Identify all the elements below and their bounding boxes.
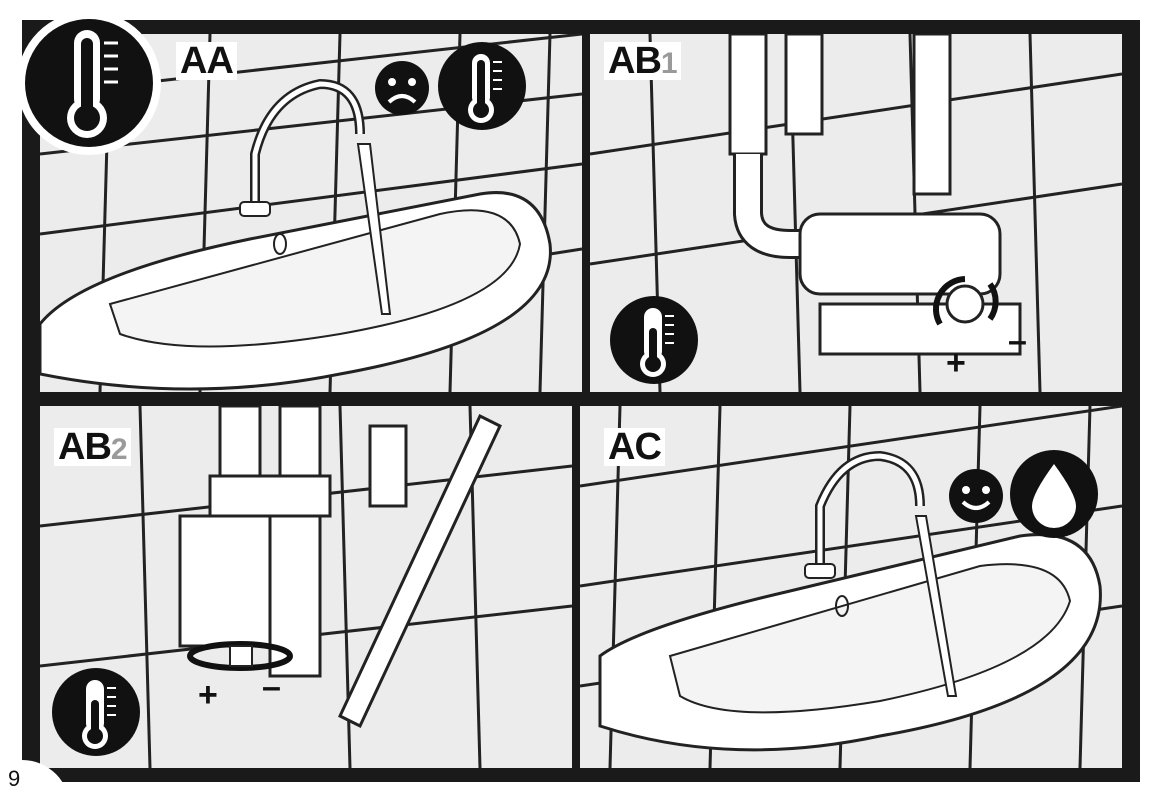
label-ab2-sub: 2 <box>110 433 128 466</box>
thermometer-icon <box>52 668 140 756</box>
label-ab1: AB1 <box>604 42 681 80</box>
thermometer-icon <box>610 296 698 384</box>
panel-ab2: + – <box>40 406 572 768</box>
label-ab2-text: AB <box>58 426 112 468</box>
instruction-frame: + – + – <box>22 20 1140 782</box>
label-ac: AC <box>604 428 665 466</box>
ab1-illustration <box>590 34 1122 392</box>
ab2-minus-sign: – <box>262 668 281 706</box>
ab1-minus-sign: – <box>1008 322 1027 360</box>
label-ab1-sub: 1 <box>660 47 678 80</box>
aa-illustration <box>40 34 582 392</box>
label-ab2: AB2 <box>54 428 131 466</box>
label-aa: AA <box>176 42 237 80</box>
ab2-illustration <box>40 406 572 768</box>
page-number: 9 <box>8 766 21 791</box>
label-ac-text: AC <box>608 426 662 468</box>
thermometer-icon <box>438 42 526 130</box>
panel-ab1: + – <box>590 34 1122 392</box>
water-drop-icon <box>1010 450 1098 538</box>
ab2-plus-sign: + <box>198 676 218 714</box>
label-ab1-text: AB <box>608 40 662 82</box>
smile-face-icon <box>949 469 1003 523</box>
ab1-plus-sign: + <box>946 344 966 382</box>
thermometer-icon <box>17 11 161 155</box>
ac-illustration <box>580 406 1122 768</box>
sad-face-icon <box>375 61 429 115</box>
label-aa-text: AA <box>180 40 234 82</box>
